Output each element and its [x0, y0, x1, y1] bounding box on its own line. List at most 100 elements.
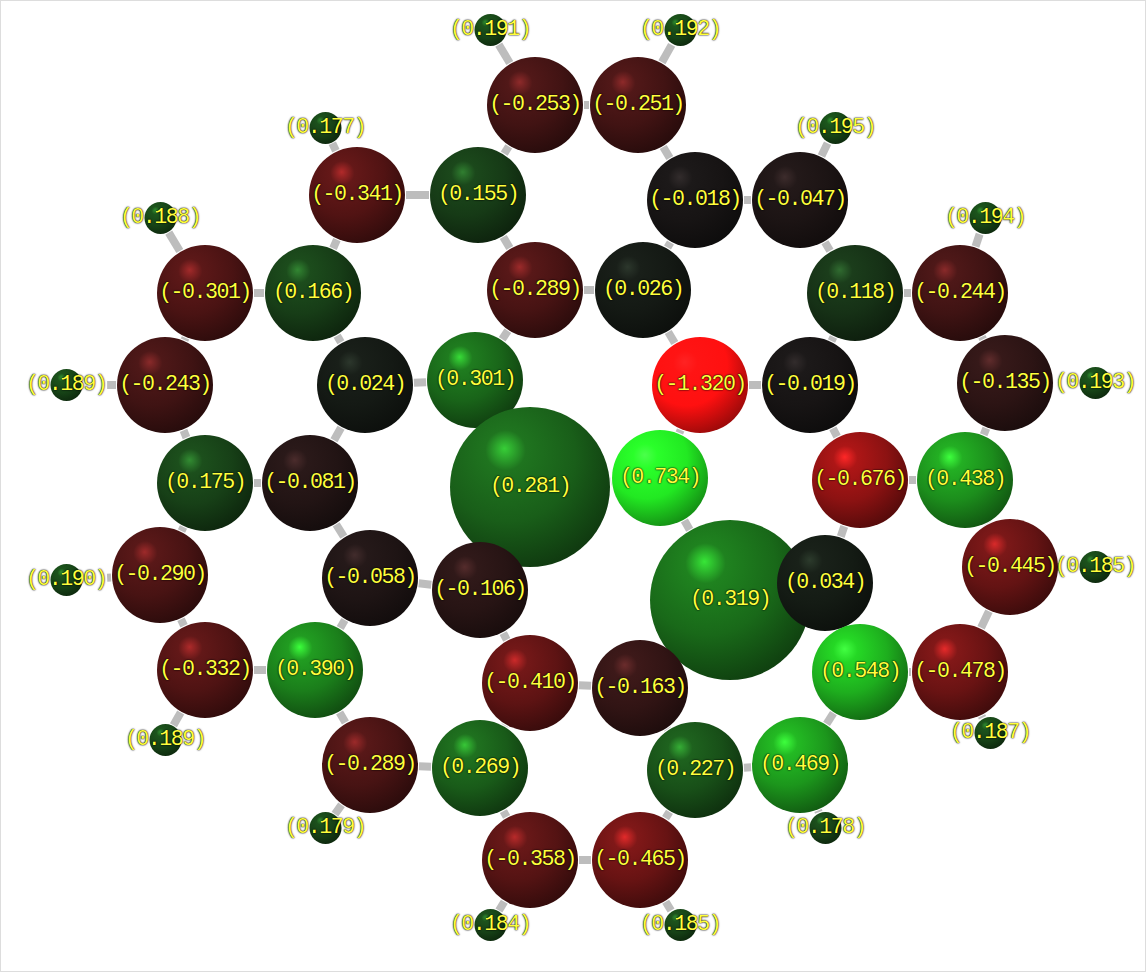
charge-label: (-0.135): [959, 372, 1051, 394]
hydrogen-atom: (0.192): [638, 14, 723, 46]
bond-line: [666, 812, 670, 818]
charge-label: (-0.332): [159, 659, 251, 681]
charge-label: (-0.244): [914, 282, 1006, 304]
atom-sphere: (0.227): [647, 722, 743, 818]
bond-line: [744, 196, 751, 204]
bond-line: [334, 428, 341, 441]
charge-label: (0.185): [640, 914, 720, 936]
bond-line: [406, 191, 429, 199]
bond-line: [107, 574, 111, 582]
bond-line: [584, 101, 589, 109]
charge-label: (-1.320): [654, 374, 746, 396]
bond-line: [340, 712, 346, 722]
sphere-body: [265, 245, 361, 341]
bond-line: [909, 668, 911, 676]
sphere-body: [482, 812, 578, 908]
atom-sphere: (0.438): [917, 432, 1013, 528]
hydrogen-atom: (0.188): [118, 202, 203, 234]
hydrogen-atom: (0.184): [448, 909, 533, 941]
bond-line: [833, 428, 837, 436]
bond-line: [173, 713, 180, 726]
sphere-body: [917, 432, 1013, 528]
charge-label: (0.026): [603, 279, 683, 301]
sphere-body: [912, 624, 1008, 720]
hydrogen-atom: (0.189): [123, 724, 208, 756]
charge-label: (0.175): [165, 472, 245, 494]
charge-label: (-0.465): [594, 849, 686, 871]
charge-label: (-0.445): [964, 556, 1056, 578]
sphere-body: [487, 242, 583, 338]
atom-sphere: (0.166): [265, 245, 361, 341]
sphere-body: [262, 435, 358, 531]
bond-line: [666, 902, 671, 911]
sphere-body: [157, 245, 253, 341]
atom-sphere: (0.175): [157, 435, 253, 531]
charge-label: (0.438): [925, 469, 1005, 491]
sphere-body: [267, 622, 363, 718]
sphere-body: [595, 242, 691, 338]
charge-label: (0.185): [1055, 556, 1135, 578]
bond-line: [982, 337, 983, 339]
charge-label: (-0.058): [324, 567, 416, 589]
atom-sphere: (-0.018): [647, 152, 743, 248]
sphere-body: [430, 147, 526, 243]
hydrogen-atom: (0.177): [283, 112, 368, 144]
charge-label: (0.178): [785, 817, 865, 839]
bond-line: [184, 430, 187, 437]
atom-sphere: (-0.047): [752, 152, 848, 248]
atom-sphere: (-0.478): [912, 624, 1008, 720]
sphere-body: [157, 435, 253, 531]
atom-sphere: (0.155): [430, 147, 526, 243]
bond-line: [499, 902, 504, 911]
bond-line: [254, 289, 264, 297]
charge-label: (-0.047): [754, 189, 846, 211]
bond-line: [107, 381, 116, 389]
bond-line: [336, 524, 344, 536]
charge-label: (-0.478): [914, 661, 1006, 683]
atom-sphere: (-0.290): [112, 527, 208, 623]
charge-label: (-0.163): [594, 677, 686, 699]
sphere-body: [807, 245, 903, 341]
sphere-body: [812, 624, 908, 720]
sphere-body: [482, 635, 578, 731]
bond-line: [169, 233, 180, 251]
bond-line: [503, 811, 506, 817]
sphere-body: [752, 717, 848, 813]
bond-line: [181, 619, 184, 625]
sphere-body: [777, 535, 873, 631]
bond-line: [744, 763, 751, 771]
bond-line: [827, 713, 834, 724]
bond-line: [499, 45, 510, 63]
hydrogen-atom: (0.191): [448, 14, 533, 46]
atom-sphere: (0.118): [807, 245, 903, 341]
bond-line: [254, 479, 261, 487]
bond-line: [181, 338, 190, 340]
atom-sphere: (-0.163): [592, 640, 688, 736]
sphere-body: [112, 527, 208, 623]
bond-line: [821, 143, 827, 156]
charge-label: (0.189): [26, 374, 106, 396]
charge-label: (0.184): [450, 914, 530, 936]
sphere-body: [957, 335, 1053, 431]
bond-line: [502, 331, 508, 339]
sphere-body: [317, 337, 413, 433]
charge-label: (0.192): [640, 19, 720, 41]
sphere-body: [592, 640, 688, 736]
charge-label: (0.390): [275, 659, 355, 681]
charge-label: (0.155): [438, 184, 518, 206]
charge-label: (-0.358): [484, 849, 576, 871]
atom-sphere: (0.269): [432, 720, 528, 816]
charge-label: (0.188): [120, 207, 200, 229]
bond-line: [340, 620, 345, 628]
charge-label: (-0.253): [489, 94, 581, 116]
bond-line: [504, 146, 509, 153]
charge-label: (0.034): [785, 572, 865, 594]
atom-sphere: (-0.106): [432, 542, 528, 638]
atom-sphere: (-0.244): [912, 245, 1008, 341]
charge-label: (-0.106): [434, 579, 526, 601]
bond-line: [335, 805, 342, 814]
atom-sphere: (0.024): [317, 337, 413, 433]
hydrogen-atom: (0.185): [1053, 551, 1138, 583]
atom-sphere: (0.469): [752, 717, 848, 813]
